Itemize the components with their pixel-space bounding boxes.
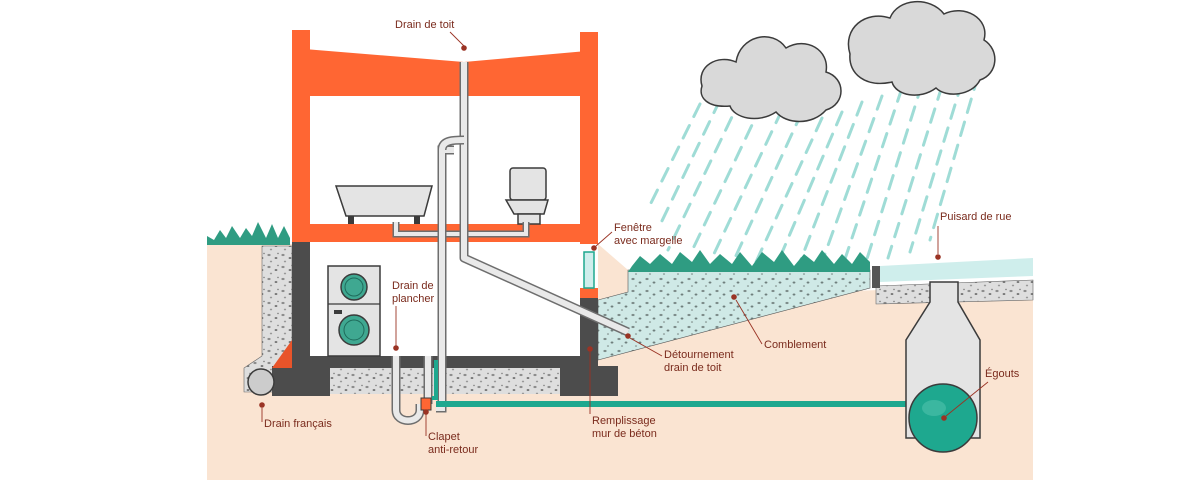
- svg-text:anti-retour: anti-retour: [428, 444, 478, 456]
- label-fenetre: Fenêtre avec margelle: [591, 222, 682, 251]
- toilet: [504, 167, 549, 225]
- bathtub: [334, 185, 433, 224]
- svg-text:Égouts: Égouts: [985, 367, 1020, 380]
- svg-text:Comblement: Comblement: [764, 339, 826, 351]
- grass-right: [628, 250, 870, 272]
- right-foundation-wall: [580, 290, 598, 368]
- right-footing: [560, 366, 618, 396]
- road: [880, 258, 1033, 282]
- svg-text:Drain de: Drain de: [392, 280, 434, 292]
- cloud-right: [847, 0, 996, 96]
- floor-drain-trap: [391, 356, 433, 425]
- label-drain-de-plancher: Drain de plancher: [392, 280, 435, 351]
- left-foundation-wall: [292, 242, 310, 368]
- label-clapet: Clapet anti-retour: [423, 409, 478, 456]
- label-remplissage: Remplissage mur de béton: [587, 346, 657, 440]
- label-detournement: Détournement drain de toit: [625, 333, 734, 374]
- label-egouts: Égouts: [941, 367, 1020, 421]
- roof-drain-pipe: [436, 62, 630, 413]
- svg-text:Drain français: Drain français: [264, 418, 332, 430]
- svg-text:Drain de toit: Drain de toit: [395, 19, 454, 31]
- window-well: [580, 288, 598, 298]
- svg-text:Détournement: Détournement: [664, 349, 734, 361]
- rain: [648, 74, 980, 264]
- label-comblement: Comblement: [731, 294, 826, 351]
- svg-text:mur de béton: mur de béton: [592, 428, 657, 440]
- label-puisard: Puisard de rue: [935, 211, 1012, 260]
- svg-text:Fenêtre: Fenêtre: [614, 222, 652, 234]
- curb: [872, 266, 880, 288]
- svg-text:Puisard de rue: Puisard de rue: [940, 211, 1012, 223]
- french-drain: [247, 368, 275, 396]
- soil-right: [598, 244, 628, 300]
- svg-text:drain de toit: drain de toit: [664, 362, 721, 374]
- left-wall-seal: [272, 340, 292, 368]
- backwater-valve: [420, 397, 432, 411]
- svg-text:Clapet: Clapet: [428, 431, 460, 443]
- svg-text:avec margelle: avec margelle: [614, 235, 682, 247]
- grass-left: [207, 222, 290, 245]
- cloud-left: [700, 36, 842, 123]
- label-drain-francais: Drain français: [259, 402, 332, 430]
- washer-dryer: [327, 265, 381, 357]
- window-glass: [583, 251, 595, 289]
- svg-text:plancher: plancher: [392, 293, 435, 305]
- house-frame: [292, 30, 598, 244]
- svg-text:Remplissage: Remplissage: [592, 415, 656, 427]
- left-footing: [272, 366, 330, 396]
- label-drain-de-toit: Drain de toit: [395, 19, 467, 51]
